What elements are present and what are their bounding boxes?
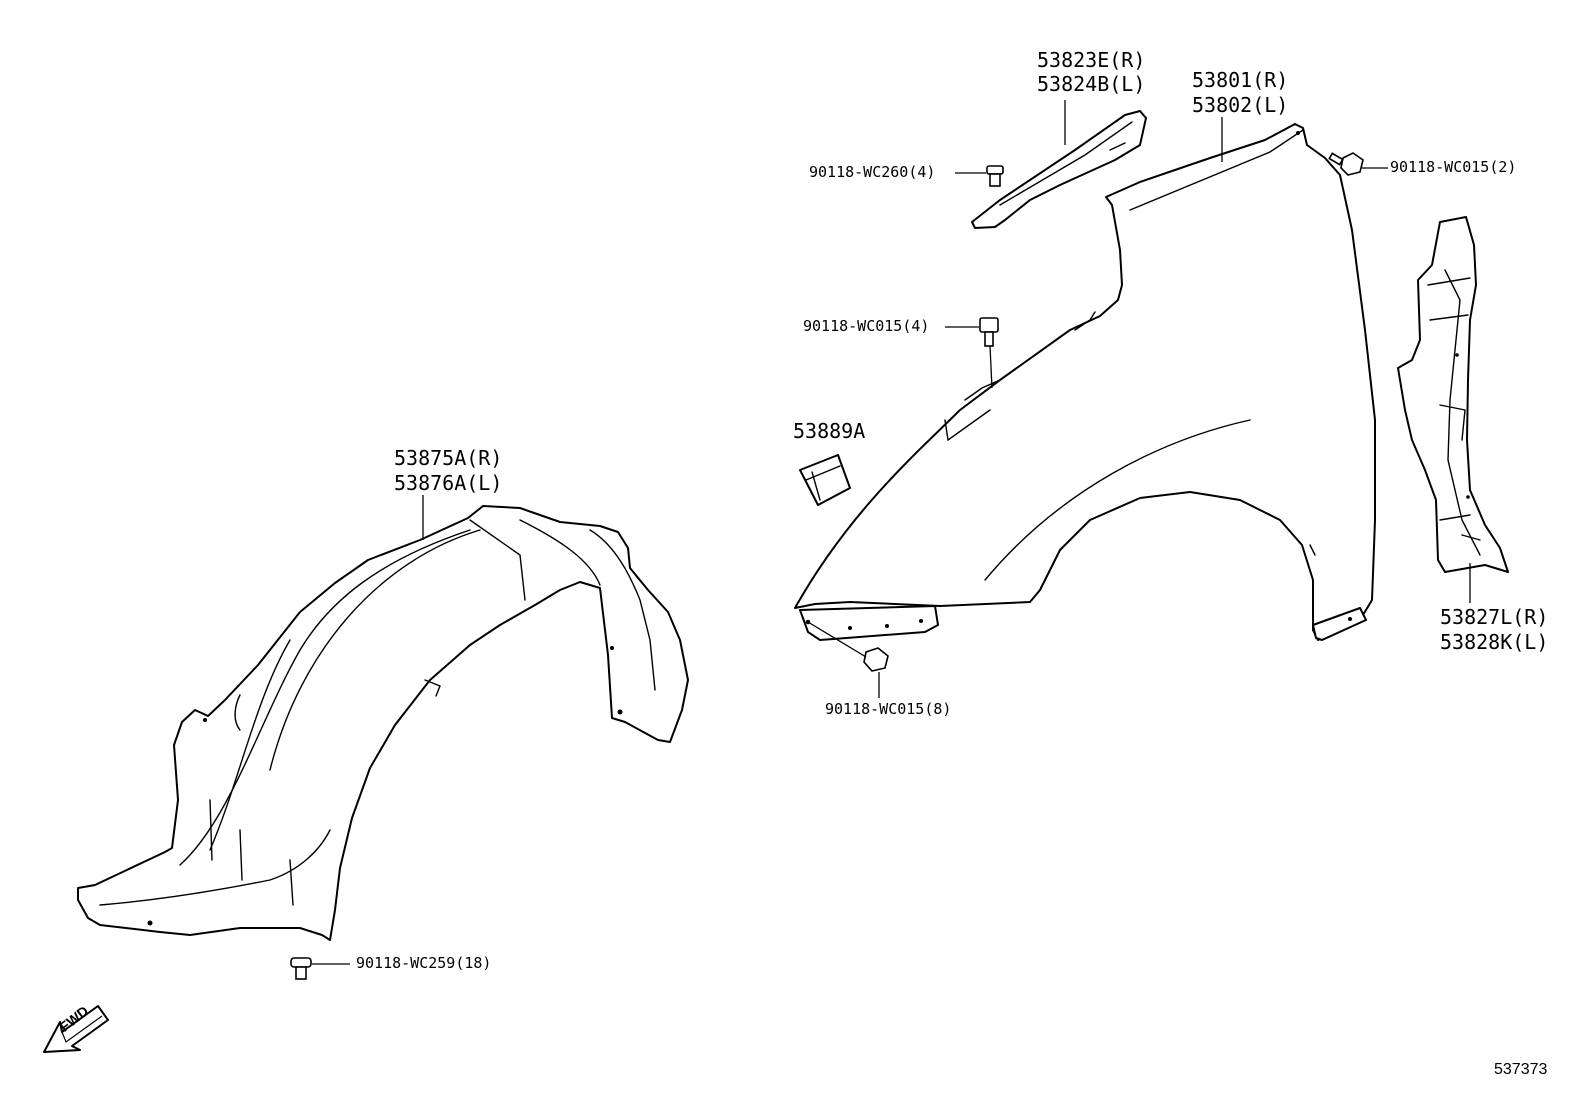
leader-lines: [312, 100, 1471, 965]
bolt-wc015-bottom-icon[interactable]: [863, 647, 889, 672]
clip-wc260-label[interactable]: 90118-WC260(4): [809, 163, 936, 181]
fender-liner-part[interactable]: [77, 505, 689, 941]
diagram-code: 537373: [1494, 1061, 1548, 1078]
fender-panel-label-l[interactable]: 53802(L): [1192, 93, 1289, 117]
clip-wc259-label[interactable]: 90118-WC259(18): [356, 954, 492, 972]
bolt-wc015-mid-label[interactable]: 90118-WC015(4): [803, 317, 930, 335]
fender-garnish-part[interactable]: [971, 110, 1147, 229]
fender-panel-label-r[interactable]: 53801(R): [1192, 68, 1289, 92]
bolt-wc015-top-icon[interactable]: [1328, 152, 1364, 176]
bolt-wc015-top-label[interactable]: 90118-WC015(2): [1390, 158, 1517, 176]
fender-bracket-label-r[interactable]: 53827L(R): [1440, 605, 1549, 629]
fender-liner-label-l[interactable]: 53876A(L): [394, 471, 503, 495]
bolt-wc015-mid-icon[interactable]: [979, 317, 999, 347]
fender-liner-label-r[interactable]: 53875A(R): [394, 446, 503, 470]
fender-panel-part[interactable]: [794, 123, 1376, 641]
fender-bracket-label-l[interactable]: 53828K(L): [1440, 630, 1549, 654]
clip-wc259-icon[interactable]: [290, 957, 312, 980]
fwd-arrow-icon: [43, 1005, 109, 1053]
fender-bracket-part[interactable]: [1397, 216, 1509, 573]
clip-wc260-icon[interactable]: [986, 165, 1004, 187]
seal-pad-label[interactable]: 53889A: [793, 419, 866, 443]
garnish-label-l[interactable]: 53824B(L): [1037, 72, 1146, 96]
seal-pad-part[interactable]: [799, 454, 851, 506]
garnish-label-r[interactable]: 53823E(R): [1037, 48, 1146, 72]
bolt-wc015-bottom-label[interactable]: 90118-WC015(8): [825, 700, 952, 718]
